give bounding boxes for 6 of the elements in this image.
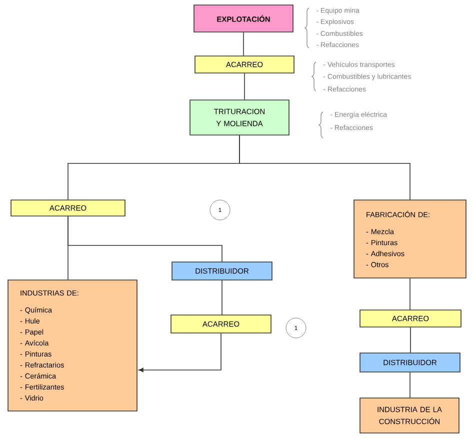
connector: [243, 32, 244, 56]
connector: [239, 134, 410, 200]
connector: [68, 216, 222, 262]
connector: [244, 73, 245, 100]
connector: [138, 332, 222, 372]
connector: [410, 326, 411, 353]
